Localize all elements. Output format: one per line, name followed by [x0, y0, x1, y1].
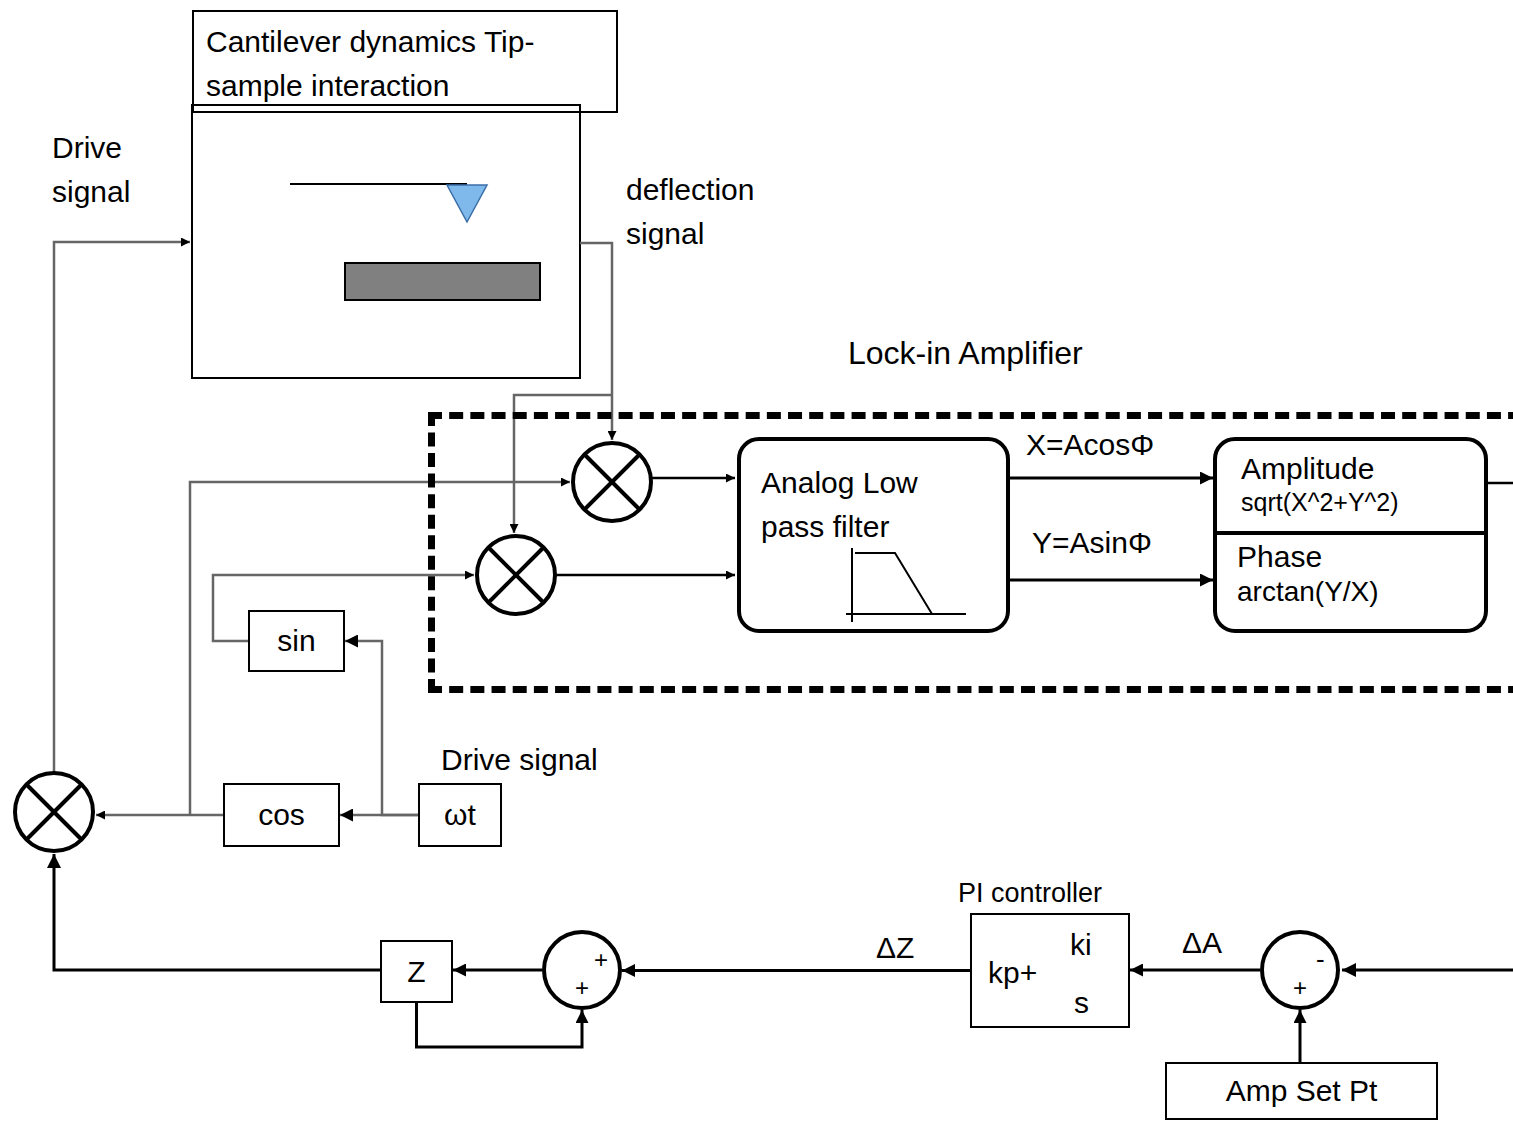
node-text: sqrt(X^2+Y^2)	[1241, 487, 1460, 517]
pi-controller: PI controllerkp+kis	[970, 913, 1130, 1028]
summing-junction: ++	[542, 930, 622, 1010]
cos-box: cos	[223, 783, 340, 847]
node-text: sin	[277, 623, 315, 659]
phase-box: Phasearctan(Y/X)	[1213, 535, 1488, 633]
connector	[1010, 579, 1213, 582]
connector	[453, 969, 542, 972]
sample	[345, 263, 540, 300]
filter-icon	[846, 548, 966, 622]
heading-box: Cantilever dynamics Tip-sample interacti…	[192, 10, 618, 113]
connector	[345, 641, 418, 815]
node-text: Cantilever dynamics Tip-sample interacti…	[206, 20, 576, 107]
cantilever-beam	[290, 183, 467, 185]
connector	[1130, 969, 1260, 972]
node-text: ωt	[444, 797, 476, 833]
node-text: Analog Low pass filter	[761, 461, 926, 548]
amplitude-box: Amplitudesqrt(X^2+Y^2)	[1213, 437, 1488, 535]
connector	[622, 969, 970, 972]
summing-junction: -+	[1260, 930, 1340, 1010]
signal-label: Drive signal	[52, 126, 182, 213]
node-text: cos	[258, 797, 305, 833]
edge-label: ΔZ	[874, 931, 916, 965]
node-text: Z	[407, 954, 425, 990]
signal-wires	[54, 242, 1513, 815]
node-text: +	[594, 946, 608, 975]
node-text: Phase	[1237, 539, 1464, 575]
sin-box: sin	[248, 610, 345, 672]
node-text: -	[1316, 944, 1325, 975]
node-text: kp+	[988, 955, 1037, 991]
node-text: +	[575, 974, 589, 1003]
node-text: Lock-in Amplifier	[848, 334, 1083, 372]
z-box: Z	[380, 940, 453, 1003]
cantilever-tip	[447, 185, 487, 222]
connector	[1299, 1010, 1302, 1062]
filter-box: Analog Low pass filter	[737, 437, 1010, 633]
node-text: Amplitude	[1241, 451, 1460, 487]
node-text: PI controller	[958, 877, 1102, 909]
drive-box: ωt	[418, 783, 502, 847]
node-text: +	[1293, 974, 1307, 1003]
signal-label: Drive signal	[441, 738, 598, 782]
connector	[417, 1003, 583, 1047]
node-text: Amp Set Pt	[1226, 1073, 1378, 1109]
node-text: arctan(Y/X)	[1237, 575, 1464, 609]
node-text: s	[1074, 985, 1089, 1021]
edge-label: Y=AsinΦ	[1030, 526, 1154, 560]
node-text: ki	[1070, 927, 1092, 963]
signal-label: deflection signal	[626, 168, 826, 255]
edge-label: X=AcosΦ	[1024, 428, 1156, 462]
cantilever-box	[192, 105, 580, 378]
multiplier-symbol	[15, 443, 651, 851]
connector	[1010, 477, 1213, 480]
edge-label: ΔA	[1180, 926, 1224, 960]
setpoint-box: Amp Set Pt	[1165, 1062, 1438, 1120]
lockin-region: Lock-in AmplifierAnalog Low pass filterA…	[428, 412, 1513, 693]
